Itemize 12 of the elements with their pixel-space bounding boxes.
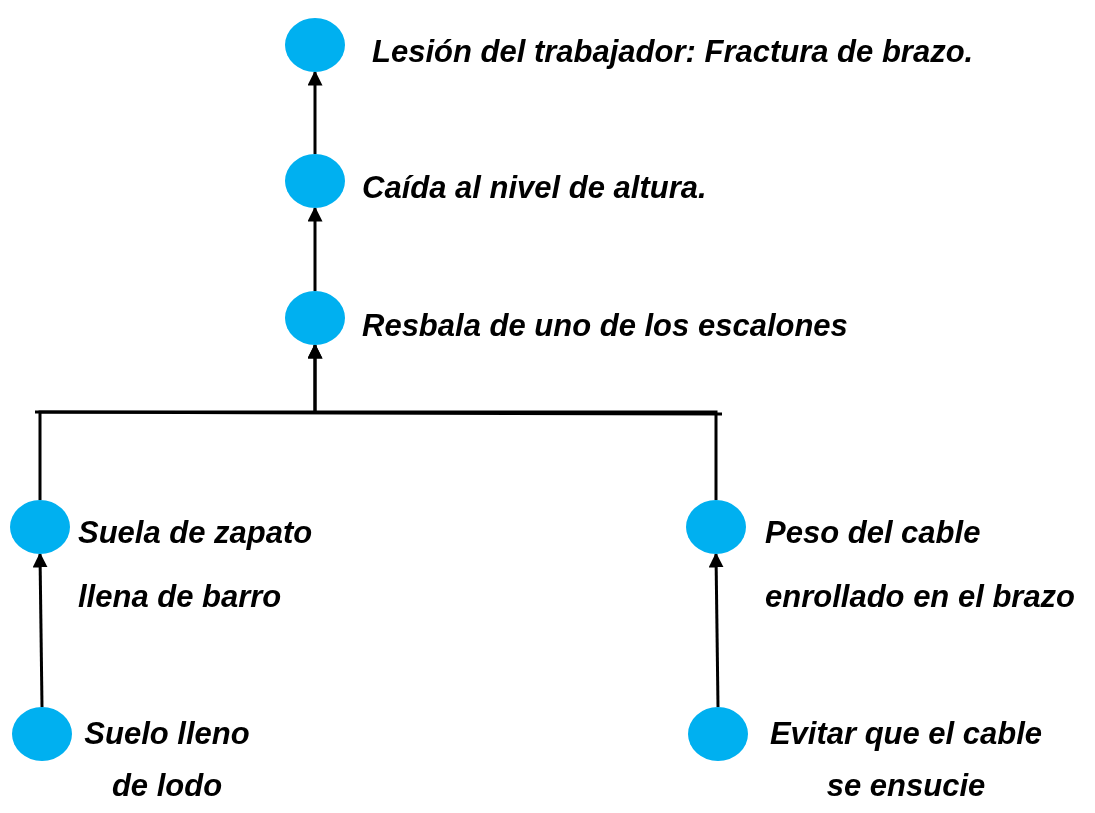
arrow [708, 552, 724, 708]
node-label: Evitar que el cable se ensucie [768, 715, 1044, 805]
node-label: Lesión del trabajador: Fractura de brazo. [372, 34, 975, 70]
arrow [307, 70, 323, 154]
arrow [307, 343, 718, 500]
arrow [307, 206, 323, 291]
arrow [32, 552, 48, 708]
node-label: Caída al nivel de altura. [362, 170, 708, 206]
node-label: Suela de zapato llena de barro [78, 514, 314, 616]
node-label: Peso del cable enrollado en el brazo [765, 514, 1077, 616]
node-label: Suelo lleno de lodo [83, 715, 251, 805]
node-label: Resbala de uno de los escalones [362, 308, 849, 344]
